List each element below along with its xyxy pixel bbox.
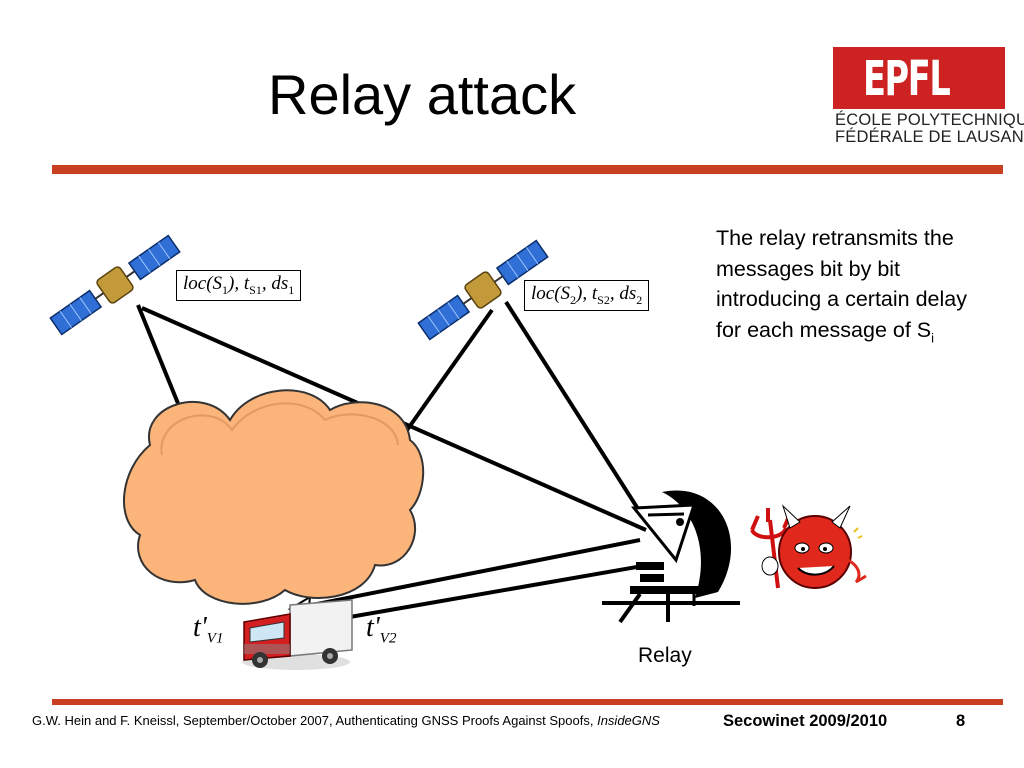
- satellite-s1-message: loc(S1), tS1, ds1: [176, 270, 302, 301]
- time-label-v1-main: t': [193, 612, 207, 643]
- time-label-v2: t'V2: [366, 612, 396, 648]
- time-label-v1: t'V1: [193, 612, 223, 648]
- formula1-t: ), t: [228, 273, 250, 294]
- relay-antenna-icon: [602, 490, 740, 624]
- epfl-logo-mark: EPFL: [863, 51, 951, 107]
- slide-title: Relay attack: [268, 63, 577, 126]
- satellite-s2-icon: [417, 239, 549, 341]
- footer-citation-journal: InsideGNS: [597, 713, 660, 728]
- relay-description-subscript: i: [931, 329, 935, 345]
- page-number: 8: [956, 712, 966, 730]
- logo-school-line1: ÉCOLE POLYTECHNIQUE: [835, 111, 1024, 129]
- formula1-t-sub: S1: [249, 282, 262, 297]
- cloud-network: [123, 389, 425, 605]
- formula1-ds: , ds: [261, 273, 289, 294]
- formula2-s: (S: [554, 283, 571, 304]
- relay-label: Relay: [638, 644, 692, 667]
- relay-description-text: The relay retransmits the messages bit b…: [716, 226, 967, 342]
- time-label-v2-sub: V2: [379, 630, 397, 647]
- formula1-s-sub: 1: [222, 282, 229, 297]
- epfl-logo: [833, 47, 1005, 109]
- formula2-ds: , ds: [609, 283, 637, 304]
- relay-description: The relay retransmits the messages bit b…: [716, 223, 976, 353]
- time-label-v2-main: t': [366, 612, 380, 643]
- formula2-s-sub: 2: [570, 292, 577, 307]
- logo-school-line2: FÉDÉRALE DE LAUSANNE: [835, 128, 1024, 146]
- formula1-ds-sub: 1: [288, 282, 295, 297]
- devil-attacker-icon: [750, 504, 867, 589]
- footer-citation-text: G.W. Hein and F. Kneissl, September/Octo…: [32, 713, 598, 728]
- header-rule: [52, 165, 1003, 174]
- satellite-s2-message: loc(S2), tS2, ds2: [524, 280, 650, 311]
- line-s2-to-relay: [504, 300, 642, 514]
- time-label-v1-sub: V1: [206, 630, 224, 647]
- truck-vehicle-icon: [242, 599, 353, 670]
- footer-event: Secowinet 2009/2010: [723, 712, 888, 730]
- formula2-ds-sub: 2: [636, 292, 643, 307]
- formula2-t: ), t: [576, 283, 598, 304]
- line-relay-to-truck-2: [303, 563, 649, 627]
- formula2-t-sub: S2: [597, 292, 610, 307]
- line-relay-to-truck-1: [301, 538, 641, 609]
- formula1-loc: loc: [183, 273, 207, 294]
- line-s2-to-cloud: [398, 308, 494, 442]
- footer-rule: [52, 699, 1003, 705]
- footer-citation: G.W. Hein and F. Kneissl, September/Octo…: [32, 713, 660, 728]
- satellite-s1-icon: [49, 234, 181, 336]
- formula2-loc: loc: [531, 283, 555, 304]
- formula1-s: (S: [206, 273, 223, 294]
